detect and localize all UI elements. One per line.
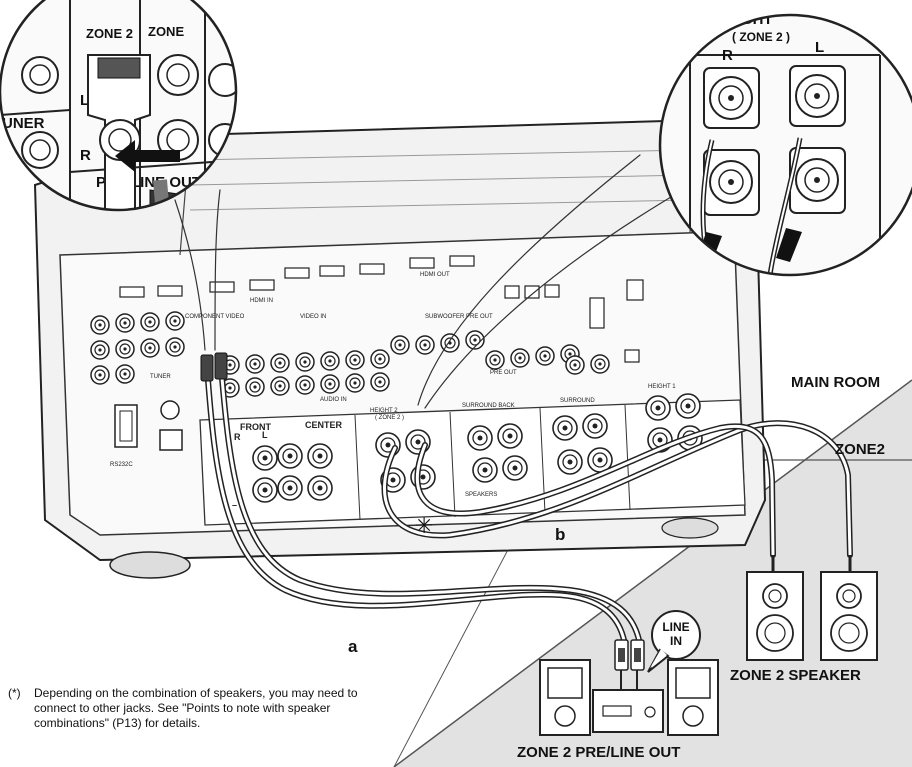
front-label: FRONT — [240, 422, 271, 432]
height2-zone-label: ( ZONE 2 ) — [375, 415, 404, 421]
zoom-r-label: R — [80, 147, 91, 164]
front-l-label: L — [262, 430, 268, 440]
zone2-label: ZONE2 — [835, 441, 885, 458]
zoom-speaker-posts — [703, 65, 846, 216]
cable-b-label: b — [555, 525, 565, 544]
speaker-terminals: FRONT CENTER HEIGHT 2 ( ZONE 2 ) SURROUN… — [199, 384, 746, 526]
hdmi-ports — [119, 255, 475, 298]
surround-back-label: SURROUND BACK — [462, 403, 515, 409]
rs232c-port — [114, 404, 138, 448]
line-in-label-2: IN — [670, 634, 682, 648]
zone2-amplifier-system: LINE IN — [539, 610, 719, 736]
footnote: (*) Depending on the combination of spea… — [8, 686, 388, 731]
zone2-speaker-label: ZONE 2 SPEAKER — [730, 667, 861, 684]
hdmi-in-label: HDMI IN — [250, 298, 273, 304]
cable-a-label: a — [348, 637, 358, 656]
zone2-speaker-right — [820, 571, 878, 661]
rs232c-label: RS232C — [110, 462, 133, 468]
rca-plugs-at-receiver — [200, 352, 228, 382]
tuner-antenna — [159, 400, 183, 451]
footnote-text: Depending on the combination of speakers… — [34, 686, 358, 730]
zoom-l-label-right: L — [815, 39, 824, 56]
zoom-zone2-label-right: ( ZONE 2 ) — [732, 30, 790, 44]
zoom-r-label-right: R — [722, 47, 733, 64]
asterisk-marker: ✳ — [415, 514, 433, 539]
zoom-zone2-label: ZONE 2 — [86, 26, 133, 41]
lan-ports — [504, 279, 644, 363]
zone2-amplifier — [592, 689, 664, 733]
pre-out-label: PRE OUT — [490, 370, 517, 376]
line-in-label-1: LINE — [662, 620, 689, 634]
minus-label: – — [232, 500, 237, 510]
zoom-height-label: HEIGHT — [716, 11, 773, 28]
zone2-preline-out-label: ZONE 2 PRE/LINE OUT — [517, 744, 680, 761]
main-room-label: MAIN ROOM — [791, 374, 880, 391]
line-in-bubble: LINE IN — [647, 610, 701, 673]
tuner-label: TUNER — [150, 374, 171, 380]
zoom-tuner-label: UNER — [2, 115, 45, 132]
center-label: CENTER — [305, 420, 343, 430]
zone2-left-speaker — [539, 659, 591, 736]
footnote-marker: (*) — [8, 686, 21, 700]
speakers-label: SPEAKERS — [465, 492, 497, 498]
audio-in-label: AUDIO IN — [320, 397, 347, 403]
zoom-l-label: L — [80, 92, 89, 109]
zone2-speakers — [746, 555, 878, 661]
zone2-right-speaker — [667, 659, 719, 736]
zone2-speaker-left — [746, 571, 804, 661]
hdmi-out-label: HDMI OUT — [420, 272, 450, 278]
magnifier-right: HEIGHT ( ZONE 2 ) R L — [658, 11, 912, 277]
height2-label: HEIGHT 2 — [370, 408, 398, 414]
subwoofer-pre-out-label: SUBWOOFER PRE OUT — [425, 314, 493, 320]
height1-label: HEIGHT 1 — [648, 384, 676, 390]
video-in-label: VIDEO IN — [300, 314, 326, 320]
magnifier-left: ZONE 2 ZONE UNER L R PRE/LINE OUT — [0, 0, 238, 212]
surround-label: SURROUND — [560, 398, 595, 404]
zoom-zone-label: ZONE — [148, 24, 184, 39]
insert-arrow — [115, 140, 180, 172]
cables — [174, 154, 853, 648]
front-r-label: R — [234, 432, 241, 442]
